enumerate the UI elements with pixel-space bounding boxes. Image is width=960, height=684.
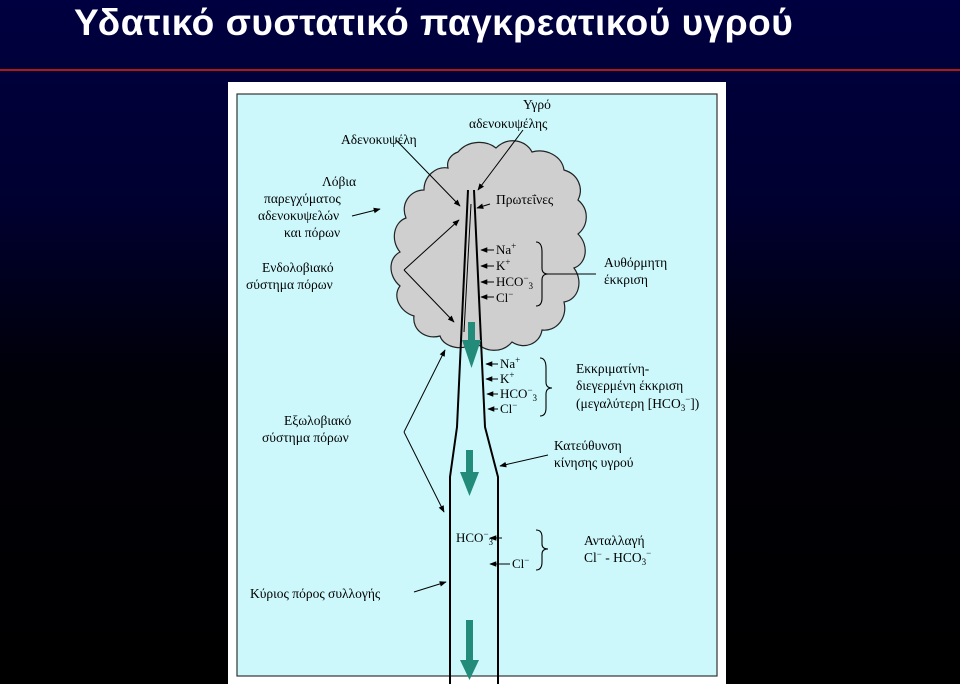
label-exchange-2: Cl− - HCO3− (584, 548, 651, 567)
label-acinar-fluid-1: Υγρό (523, 97, 551, 112)
label-extralobular-2: σύστημα πόρων (262, 430, 349, 445)
flow-arrow-top (462, 322, 481, 368)
ion-na-1: Na+ (496, 241, 516, 257)
ion-cl-3: Cl− (512, 555, 529, 571)
ion-na-2: Na+ (500, 355, 520, 371)
ion-cl-1: Cl− (496, 289, 513, 305)
figure-frame: Υγρό αδενοκυψέλης Αδενοκυψέλη Λόβια παρε… (228, 82, 726, 684)
slide-title: Υδατικό συστατικό παγκρεατικού υγρού (74, 2, 794, 43)
label-direction-2: κίνησης υγρού (554, 455, 634, 470)
label-lobules-1: Λόβια (322, 174, 356, 189)
ion-hco3-1: HCO−3 (496, 273, 534, 291)
label-acinus: Αδενοκυψέλη (341, 132, 417, 147)
label-extralobular-1: Εξωλοβιακό (284, 413, 352, 428)
label-spontaneous-1: Αυθόρμητη (604, 255, 667, 270)
label-secretin-2: διεγερμένη έκκριση (576, 378, 683, 393)
acinus-blob (390, 140, 587, 351)
flow-arrow-bottom (460, 620, 479, 680)
label-secretin-3: (μεγαλύτερη [HCO3−]) (576, 394, 699, 413)
label-secretin-1: Εκκριματίνη- (576, 361, 650, 376)
label-lobules-3: αδενοκυψελών (258, 208, 339, 223)
label-exchange-1: Ανταλλαγή (584, 533, 645, 548)
flow-arrow-middle (460, 450, 479, 496)
leader-lines (351, 129, 596, 593)
label-main-duct: Κύριος πόρος συλλογής (250, 586, 381, 601)
ion-arrows (480, 247, 510, 567)
label-proteins: Πρωτεΐνες (496, 192, 554, 207)
duct-lumen (463, 203, 472, 333)
label-direction-1: Κατεύθυνση (554, 438, 622, 453)
duct-left-wall (449, 189, 469, 684)
label-lobules-4: και πόρων (284, 225, 340, 240)
ion-cl-2: Cl− (500, 400, 517, 416)
label-intralobular-2: σύστημα πόρων (246, 277, 333, 292)
braces (535, 241, 553, 571)
ion-k-1: K+ (496, 257, 510, 273)
label-spontaneous-2: έκκριση (604, 272, 648, 287)
label-lobules-2: παρεγχύματος (264, 191, 341, 206)
pancreatic-duct-diagram: Υγρό αδενοκυψέλης Αδενοκυψέλη Λόβια παρε… (236, 93, 718, 684)
label-acinar-fluid-2: αδενοκυψέλης (469, 116, 548, 131)
title-rule (0, 69, 960, 71)
ion-hco3-2: HCO−3 (500, 385, 538, 403)
duct-right-wall (473, 189, 499, 684)
ion-k-2: K+ (500, 370, 514, 386)
ion-hco3-3: HCO−3 (456, 529, 494, 547)
label-intralobular-1: Ενδολοβιακό (262, 260, 334, 275)
